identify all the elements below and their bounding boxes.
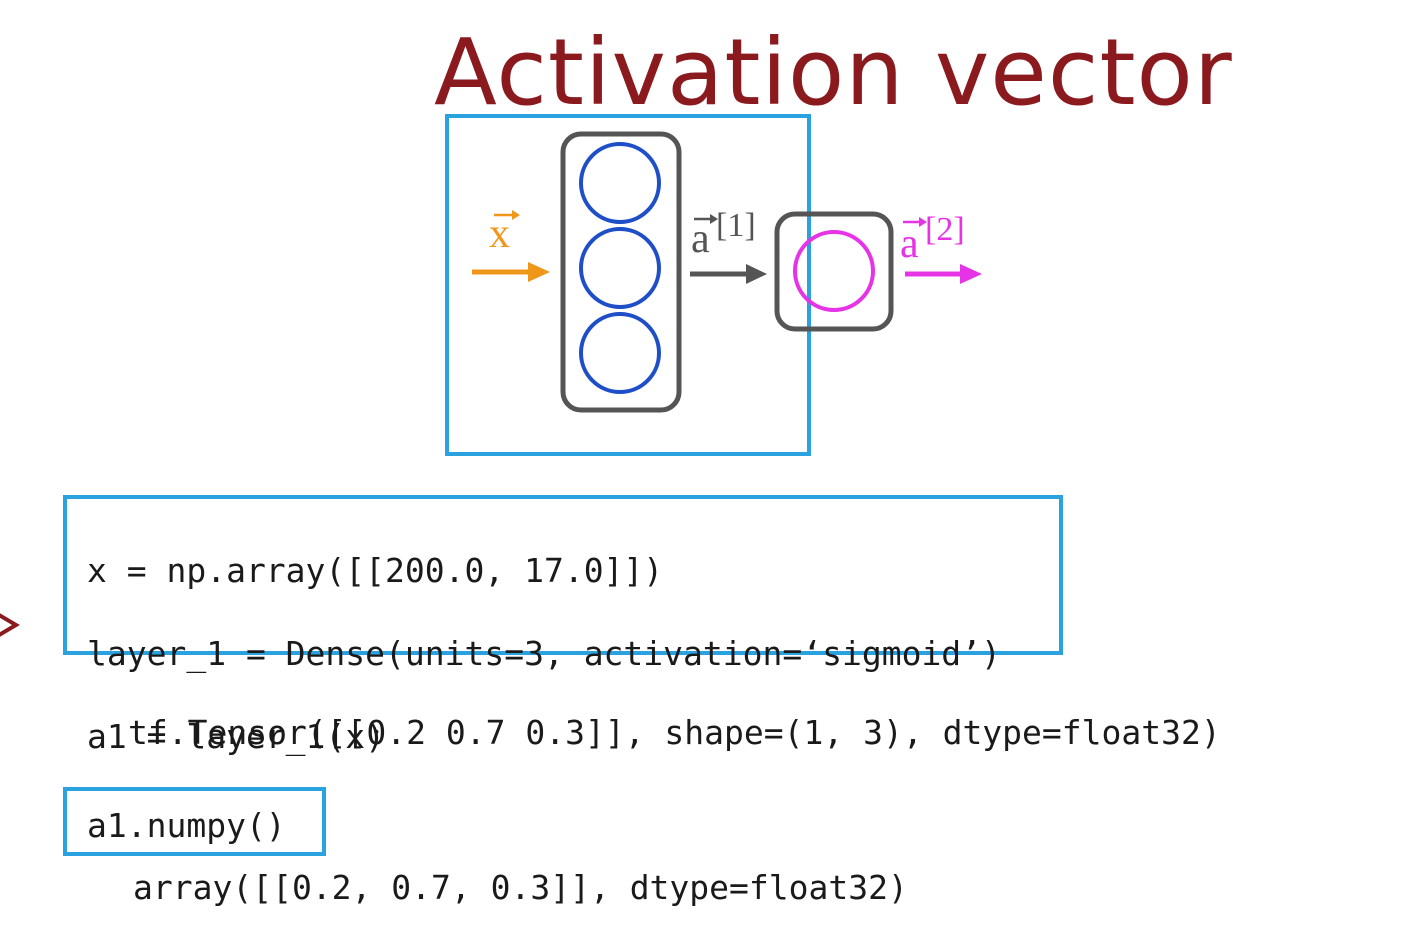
tensor-output: tf.Tensor([[0.2 0.7 0.3]], shape=(1, 3),…: [128, 713, 1221, 752]
layer-2-box: [774, 211, 894, 332]
hidden-superscript: [1]: [716, 207, 756, 244]
input-arrow: [472, 262, 550, 282]
input-label: x: [489, 211, 510, 257]
output-label: a: [900, 221, 919, 267]
numpy-call: a1.numpy(): [87, 806, 286, 845]
slide-title: Activation vector: [434, 19, 1233, 126]
code-block: x = np.array([[200.0, 17.0]]) layer_1 = …: [63, 495, 1063, 756]
input-vector-label: x: [489, 210, 520, 257]
layer-1-box: [560, 131, 682, 413]
output-arrow: [905, 264, 982, 284]
numpy-call-box: a1.numpy(): [63, 787, 326, 856]
code-line-a1: a1 = layer_1(x): [87, 717, 386, 756]
hidden-label: a: [691, 216, 710, 262]
output-superscript: [2]: [925, 211, 965, 248]
layer-1-highlight-box: [445, 114, 811, 456]
numpy-output: array([[0.2, 0.7, 0.3]], dtype=float32): [133, 868, 908, 907]
code-line-layer: layer_1 = Dense(units=3, activation=‘sig…: [87, 634, 1001, 673]
neuron-3: [579, 312, 661, 394]
output-activation-label: a [2]: [900, 211, 965, 267]
hidden-activation-arrow: [690, 264, 767, 284]
code-line-x: x = np.array([[200.0, 17.0]]): [87, 551, 664, 590]
neuron-2: [579, 227, 661, 309]
output-neuron: [793, 230, 875, 312]
pointer-arrow-icon: [0, 613, 20, 637]
hidden-activation-label: a [1]: [691, 207, 756, 262]
neuron-1: [579, 142, 661, 224]
